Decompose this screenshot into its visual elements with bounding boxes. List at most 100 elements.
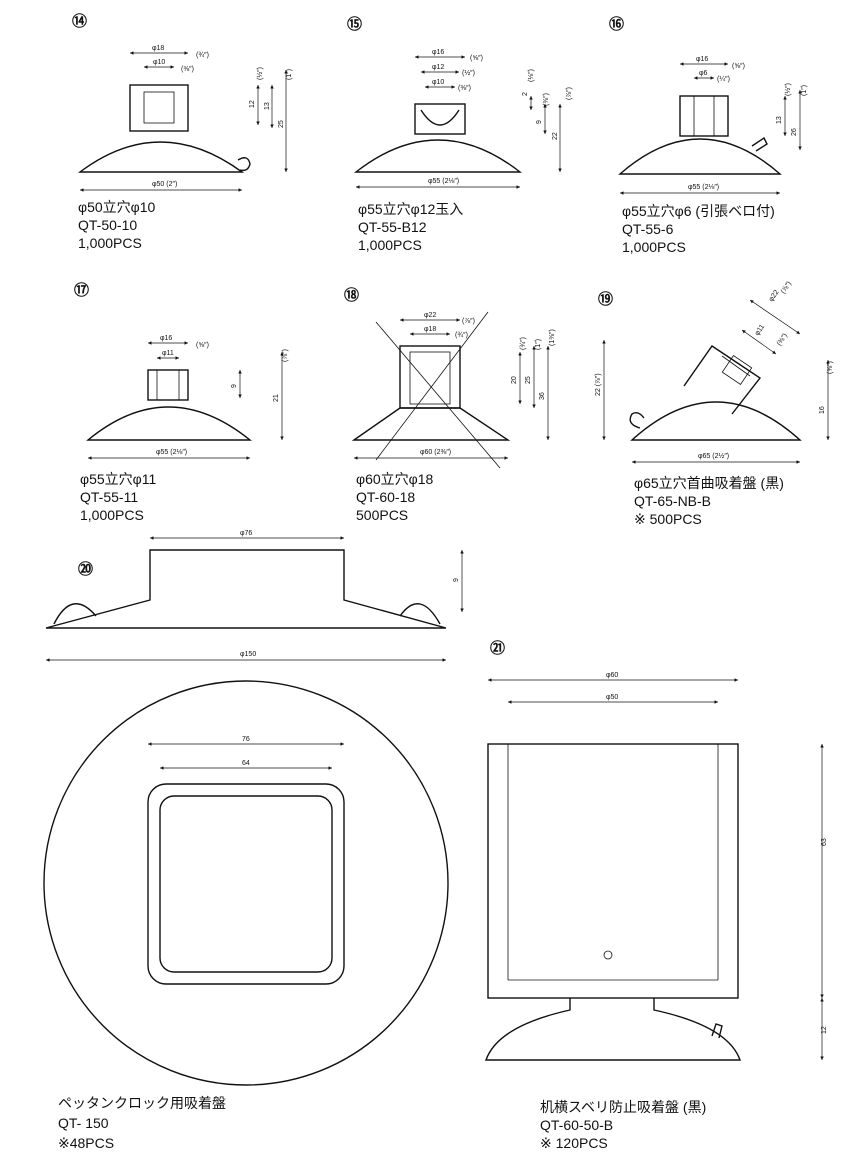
part-code: QT-60-50-B [540, 1117, 613, 1133]
suction-cup-drawing [77, 84, 251, 173]
side-view-drawing [45, 549, 447, 629]
part-name: φ60立穴φ18 [356, 471, 434, 487]
part-quantity: 500PCS [356, 507, 408, 523]
pad-drawing [485, 743, 741, 1061]
part-number: ㉑ [490, 639, 505, 657]
part-16: ⑯ φ16 (⅝″) φ6 (¼″) 13 (½″) 26 (1″) φ55 (… [609, 15, 808, 255]
suction-cup-drawing [351, 311, 511, 469]
dim-label: 12 [821, 1026, 828, 1034]
dim-label: 63 [821, 838, 828, 846]
part-number: ⑰ [74, 281, 89, 299]
dim-label: 76 [242, 736, 250, 743]
suction-cup-drawing [86, 369, 252, 441]
dim-label: (⅜″) [458, 85, 471, 92]
dim-label: φ18 [152, 45, 164, 52]
part-number: ⑭ [72, 12, 87, 30]
dim-label: φ65 (2½″) [698, 452, 729, 460]
part-number: ⑯ [609, 15, 624, 33]
dim-label: 9 [453, 578, 460, 582]
dimension-lines [602, 299, 830, 464]
dim-label: 13 [776, 116, 783, 124]
dim-label: φ50 [606, 694, 618, 701]
dim-label: 9 [231, 384, 238, 388]
dim-label: φ16 [696, 56, 708, 63]
dim-label: φ22 [424, 312, 436, 319]
part-19: ⑲ φ22 (⅞″) φ11 (⅜″) 22 (⅞″) (⅝″) 16 φ65 … [595, 280, 834, 527]
dim-label: φ55 (2⅛″) [428, 178, 459, 185]
part-number: ⑮ [347, 15, 362, 33]
dim-label: (1″) [801, 85, 808, 96]
dimension-lines [148, 742, 344, 770]
dim-label: (½″) [784, 83, 792, 96]
dim-label: 25 [525, 376, 532, 384]
dim-label: φ55 (2⅛″) [156, 449, 187, 456]
dimension-lines [488, 678, 824, 1060]
part-code: QT-55-6 [622, 221, 674, 237]
dim-label: (⅛″) [528, 69, 535, 82]
dim-label: 64 [242, 760, 250, 767]
dim-label: (⅜″) [543, 93, 550, 106]
dim-label: φ12 [432, 64, 444, 71]
dim-label: φ11 [754, 323, 766, 337]
dim-label: φ60 [606, 672, 618, 679]
part-name: 机横スベリ防止吸着盤 (黒) [540, 1099, 706, 1115]
dim-label: (⅝″) [827, 361, 834, 374]
dim-label: (¾″) [520, 337, 527, 350]
part-name: φ55立穴φ6 (引張ベロ付) [622, 203, 775, 219]
part-quantity: ※ 500PCS [634, 511, 702, 527]
dimension-lines [354, 318, 550, 460]
dimension-lines [88, 341, 284, 460]
dimension-lines [80, 51, 288, 192]
part-15: ⑮ φ16 (⅝″) φ12 (½″) φ10 (⅜″) 2 (⅛″) 9 (⅜… [347, 15, 573, 253]
dim-label: (1⅜″) [549, 329, 556, 346]
suction-cup-drawing [353, 103, 523, 173]
part-code: QT- 150 [58, 1115, 109, 1131]
dim-label: 22 (⅞″) [595, 373, 602, 396]
part-code: QT-55-B12 [358, 219, 427, 235]
part-name: φ55立穴φ11 [80, 471, 156, 487]
dim-label: (½″) [462, 69, 475, 77]
part-name: φ50立穴φ10 [78, 199, 156, 215]
dimension-lines [46, 536, 464, 662]
dim-label: (⅞″) [282, 349, 289, 362]
dim-label: φ10 [432, 79, 444, 86]
dim-label: φ55 (2⅛″) [688, 184, 719, 191]
suction-cup-drawing [629, 345, 802, 441]
part-code: QT-60-18 [356, 489, 415, 505]
part-name: φ55立穴φ12玉入 [358, 201, 463, 217]
part-quantity: ※48PCS [58, 1135, 114, 1151]
dim-label: 16 [819, 406, 826, 414]
dimension-lines [620, 62, 802, 195]
part-21: ㉑ φ60 φ50 63 12 机横スベリ防止吸着盤 (黒) QT-60-50-… [485, 639, 828, 1151]
part-quantity: 1,000PCS [80, 507, 144, 523]
dim-label: φ16 [432, 49, 444, 56]
dim-label: (¾″) [196, 52, 209, 59]
part-17: ⑰ φ16 (⅝″) φ11 9 21 (⅞″) φ55 (2⅛″) φ55立穴… [74, 281, 289, 523]
dim-label: φ22 [768, 289, 781, 303]
part-18: ⑱ φ22 (⅞″) φ18 (¾″) 20 25 (1″) (¾″) 36 (… [344, 286, 556, 523]
dim-label: (1″) [535, 339, 542, 350]
dim-label: 26 [791, 128, 798, 136]
dim-label: 2 [522, 92, 529, 96]
dim-label: 36 [539, 392, 546, 400]
part-code: QT-50-10 [78, 217, 137, 233]
dim-label: φ150 [240, 651, 256, 658]
dim-label: 22 [552, 132, 559, 140]
dim-label: (⅜″) [776, 332, 789, 347]
dim-label: φ76 [240, 530, 252, 537]
dim-label: φ18 [424, 326, 436, 333]
top-view-drawing [43, 680, 449, 1086]
dim-label: (1″) [286, 69, 293, 80]
dim-label: φ6 [699, 70, 708, 77]
part-quantity: 1,000PCS [622, 239, 686, 255]
part-code: QT-55-11 [80, 489, 138, 505]
part-quantity: ※ 120PCS [540, 1135, 608, 1151]
dim-label: φ16 [160, 335, 172, 342]
part-name: ペッタンクロック用吸着盤 [58, 1095, 226, 1111]
part-code: QT-65-NB-B [634, 493, 711, 509]
part-quantity: 1,000PCS [358, 237, 422, 253]
dim-label: (⅜″) [181, 66, 194, 73]
dimension-lines [356, 55, 562, 189]
dim-label: (⅞″) [462, 318, 475, 325]
